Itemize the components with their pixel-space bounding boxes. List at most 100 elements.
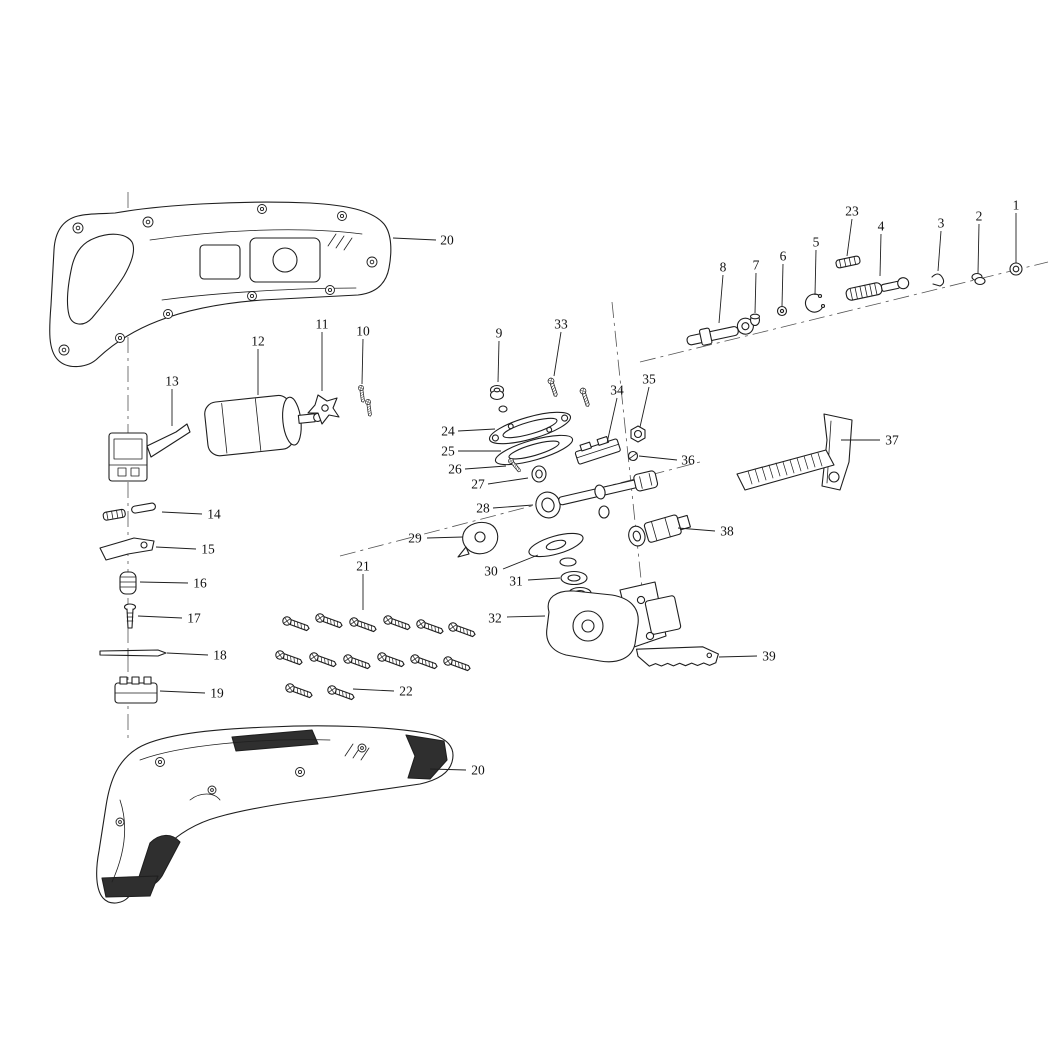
part-label-11: 11 (316, 317, 329, 332)
part-23-spring (835, 255, 861, 269)
leader-line-28 (492, 504, 534, 509)
parts-layer (49, 201, 1023, 904)
leader-line-35 (639, 386, 650, 428)
part-15-lever (99, 537, 155, 561)
part-label-31: 31 (509, 574, 523, 589)
part-37-shoe-assembly (736, 413, 853, 491)
part-label-5: 5 (813, 235, 820, 250)
part-4-spring-guide (845, 277, 910, 301)
leader-line-3 (937, 230, 942, 272)
part-12-motor (204, 394, 323, 457)
part-label-22: 22 (399, 684, 413, 699)
part-label-8: 8 (720, 260, 727, 275)
leader-line-39 (718, 655, 758, 658)
part-8-drive-rod (686, 317, 754, 346)
leader-line-26 (464, 465, 507, 470)
centerline-plunger-axis (639, 261, 1049, 363)
part-label-34: 34 (610, 383, 624, 398)
part-20-housing-half (49, 201, 392, 368)
part-19-terminal-block (114, 676, 158, 704)
part-13-switch (108, 423, 191, 482)
part-label-17: 17 (187, 611, 201, 626)
leader-line-31 (527, 577, 561, 581)
part-label-37: 37 (885, 433, 899, 448)
leader-line-34 (606, 397, 618, 444)
part-label-20-top: 20 (440, 233, 454, 248)
part-label-39: 39 (762, 649, 776, 664)
part-17-screw (123, 603, 137, 629)
part-label-7: 7 (753, 258, 760, 273)
leader-line-22 (352, 688, 395, 692)
part-30-cam-washer (528, 532, 584, 567)
part-7-pin (749, 313, 761, 327)
centerline-spindle-axis (339, 461, 701, 557)
leader-line-15 (155, 546, 197, 550)
leader-line-10 (361, 338, 364, 385)
part-label-27: 27 (471, 477, 485, 492)
part-35-locknut (630, 425, 646, 443)
part-label-2: 2 (976, 209, 983, 224)
part-20-assembled-saw (96, 725, 454, 904)
part-label-32: 32 (488, 611, 502, 626)
leader-line-24 (457, 428, 496, 432)
leader-line-30 (502, 554, 539, 570)
part-36-pin (627, 450, 639, 462)
part-27-bushing (531, 465, 547, 483)
part-label-16: 16 (193, 576, 207, 591)
part-label-6: 6 (780, 249, 787, 264)
part-1-nut (1009, 262, 1023, 276)
part-24-cover-plate (488, 411, 572, 445)
part-label-15: 15 (201, 542, 215, 557)
part-label-30: 30 (484, 564, 498, 579)
part-10-screws (356, 384, 376, 418)
leader-line-18 (166, 652, 209, 656)
part-label-12: 12 (251, 334, 265, 349)
part-32-gear-housing (546, 581, 682, 663)
part-label-26: 26 (448, 462, 462, 477)
part-29-knob (457, 521, 499, 558)
leader-line-8 (718, 274, 724, 324)
part-33-screws (545, 376, 594, 408)
part-28-spindle-assembly (535, 470, 659, 519)
leader-line-6 (781, 263, 784, 307)
part-6-ball (776, 305, 788, 317)
part-label-3: 3 (938, 216, 945, 231)
leader-line-32 (506, 615, 546, 618)
leader-line-17 (137, 615, 183, 619)
part-label-4: 4 (878, 219, 885, 234)
leader-line-29 (426, 536, 464, 539)
part-21-screw-set (274, 612, 477, 672)
part-label-38: 38 (720, 524, 734, 539)
part-2-sleeve (971, 272, 986, 286)
part-label-36: 36 (681, 453, 695, 468)
labels-layer: 1232345678203391011121324252627283435363… (137, 198, 1019, 778)
part-5-retaining-ring (804, 293, 826, 313)
part-label-29: 29 (408, 531, 422, 546)
leader-line-20-bottom (429, 768, 467, 771)
leader-line-7 (754, 272, 757, 314)
part-34-clamp-plate (574, 436, 621, 465)
part-label-18: 18 (213, 648, 227, 663)
part-label-35: 35 (642, 372, 656, 387)
part-label-24: 24 (441, 424, 455, 439)
part-39-saw-blade (635, 646, 719, 667)
part-label-25: 25 (441, 444, 455, 459)
part-9-nut (489, 384, 508, 413)
part-label-13: 13 (165, 374, 179, 389)
leader-line-16 (139, 581, 189, 584)
part-label-14: 14 (207, 507, 221, 522)
leader-line-14 (161, 511, 203, 515)
part-label-20-bottom: 20 (471, 763, 485, 778)
leader-line-20-top (392, 237, 437, 241)
part-18-rod (99, 649, 167, 657)
leader-line-5 (814, 249, 817, 296)
part-3-clip (931, 273, 945, 287)
part-25-gasket (494, 434, 574, 466)
leader-line-33 (553, 331, 562, 377)
leader-line-36 (638, 455, 678, 461)
part-22-screws (284, 682, 356, 701)
part-14-spring-pin (102, 502, 156, 521)
leader-line-27 (487, 477, 529, 485)
